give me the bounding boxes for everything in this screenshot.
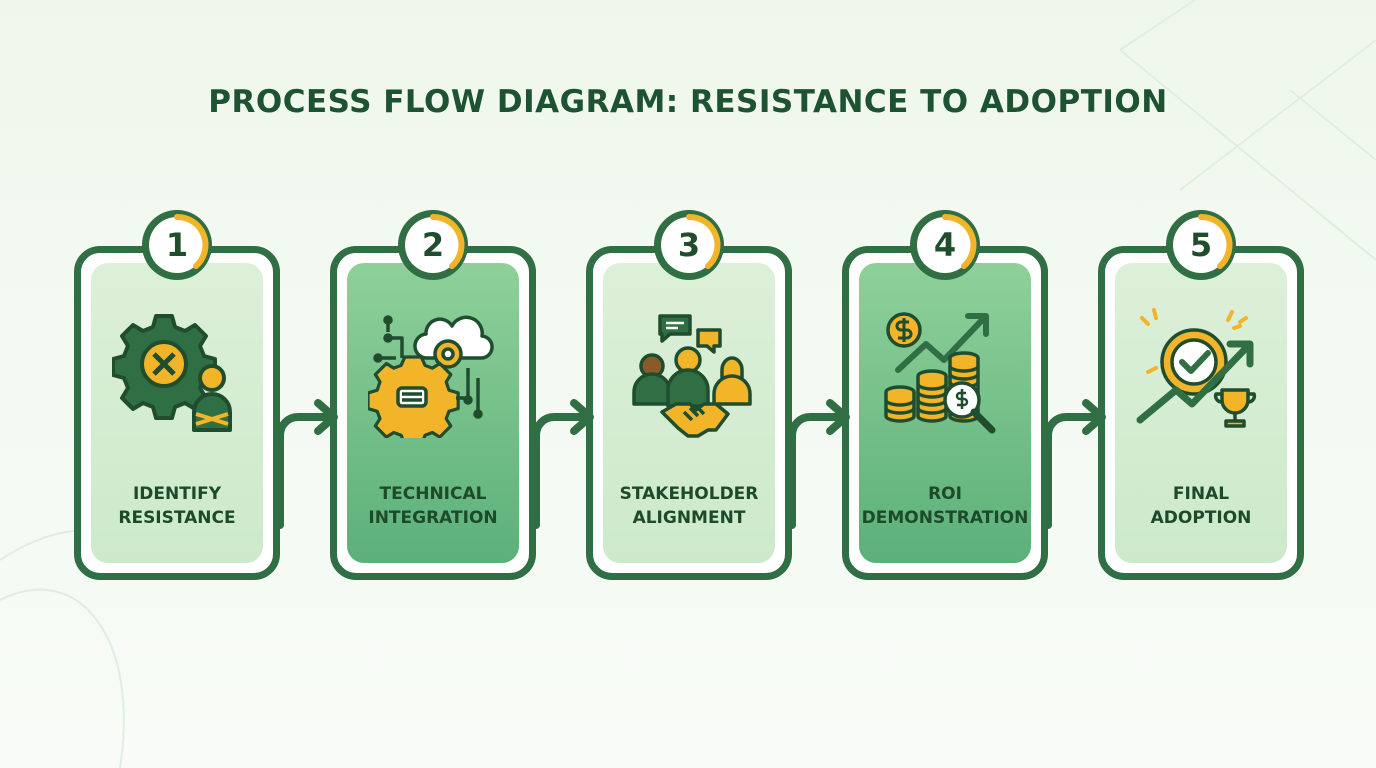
step-label: TECHNICAL INTEGRATION [368,484,498,528]
connector-arrow-4-to-5 [1044,399,1106,529]
step-card [1098,246,1304,580]
step-number-badge: 3 [654,210,724,280]
step-label: ROI DEMONSTRATION [861,484,1029,528]
step-label: FINAL ADOPTION [1150,484,1252,528]
step-4-roi-demonstration: 4 ROI DEMONSTRATION [842,210,1048,582]
page-title: PROCESS FLOW DIAGRAM: RESISTANCE TO ADOP… [208,84,1168,120]
gear-cloud-circuit-icon [368,315,494,438]
step-number: 3 [677,226,701,264]
step-number-badge: 5 [1166,210,1236,280]
connector-arrow-1-to-2 [276,399,338,529]
step-card [74,246,280,580]
step-3-stakeholder-alignment: 3 STAKEHOLDER ALIGNMENT [586,210,792,582]
step-number-badge: 1 [142,210,212,280]
step-number: 2 [421,226,445,264]
people-handshake-icon [632,314,752,438]
step-number: 4 [933,226,957,264]
step-number: 5 [1189,226,1213,264]
coins-growth-chart-icon [884,312,996,434]
step-5-final-adoption: 5 FINAL ADOPTION [1098,210,1304,582]
connector-arrow-3-to-4 [788,399,850,529]
step-card-inner [91,263,263,563]
checkmark-trophy-icon [1136,308,1257,428]
step-number: 1 [165,226,189,264]
step-2-technical-integration: 2 TECHNICAL INTEGRATION [330,210,536,582]
step-label: IDENTIFY RESISTANCE [118,484,236,528]
step-number-badge: 4 [910,210,980,280]
step-1-identify-resistance: 1 IDENTIFY RESISTANCE [74,210,280,582]
gear-with-x-person-icon [112,314,232,432]
step-number-badge: 2 [398,210,468,280]
connector-arrow-2-to-3 [532,399,594,529]
step-label: STAKEHOLDER ALIGNMENT [619,484,759,528]
